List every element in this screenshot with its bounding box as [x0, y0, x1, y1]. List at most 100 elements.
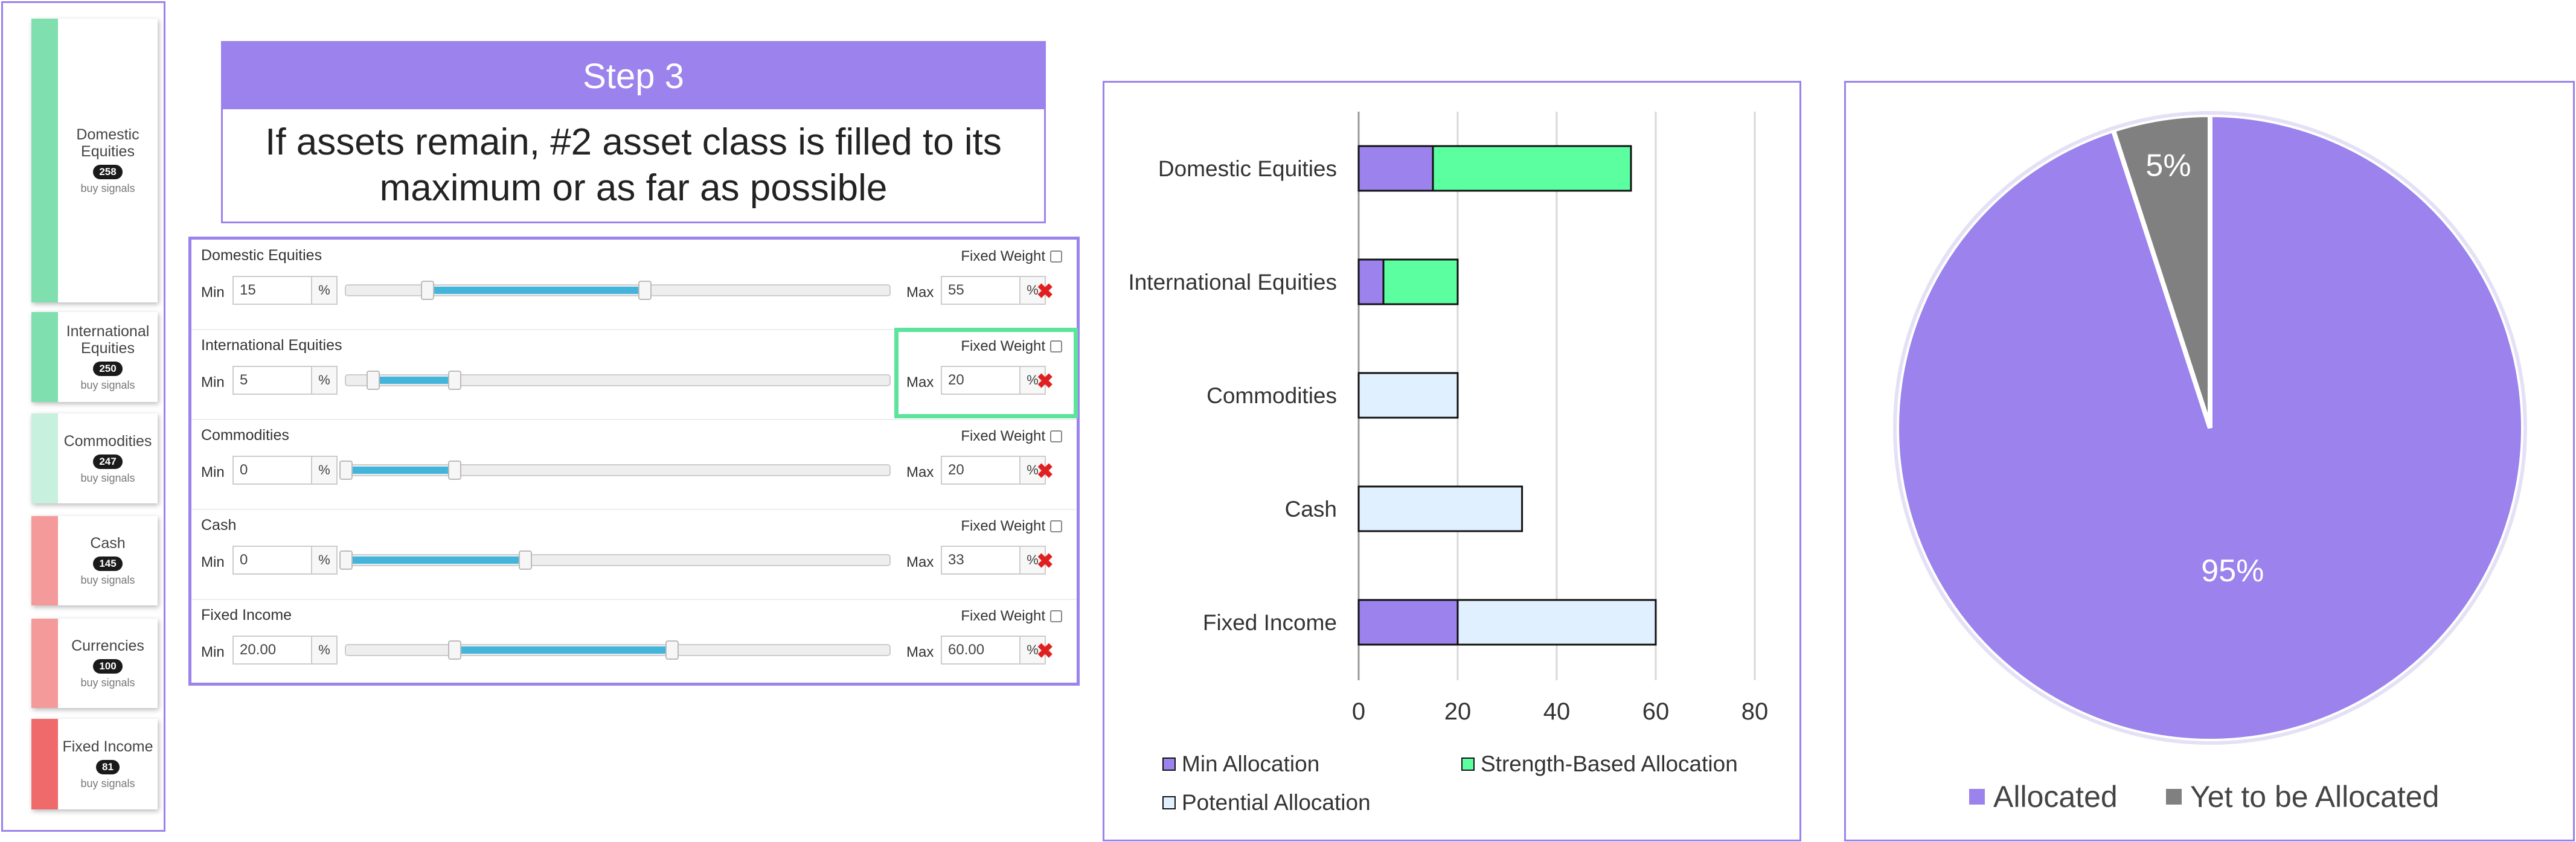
fixed-weight-label: Fixed Weight — [961, 518, 1045, 534]
signal-count-badge: 250 — [93, 361, 123, 376]
signal-card-name: Commodities — [63, 432, 152, 450]
min-label: Min — [201, 284, 225, 301]
remove-icon[interactable]: ✖ — [1036, 640, 1054, 663]
fixed-weight-toggle[interactable]: Fixed Weight — [961, 518, 1062, 535]
max-input[interactable]: 60.00% — [941, 636, 1046, 665]
fixed-weight-toggle[interactable]: Fixed Weight — [961, 338, 1062, 355]
min-input[interactable]: 20.00% — [232, 636, 338, 665]
min-value[interactable]: 15 — [240, 282, 256, 298]
max-handle[interactable] — [665, 640, 679, 660]
min-label: Min — [201, 644, 225, 660]
min-unit: % — [311, 277, 336, 304]
legend-yet-to-be-allocated: Yet to be Allocated — [2166, 779, 2439, 814]
range-slider-track[interactable] — [345, 281, 891, 300]
x-tick-label: 40 — [1543, 698, 1571, 725]
asset-class-label: Domestic Equities — [201, 247, 322, 264]
min-handle[interactable] — [448, 640, 461, 660]
max-handle[interactable] — [519, 550, 532, 570]
max-label: Max — [906, 464, 934, 480]
fixed-weight-toggle[interactable]: Fixed Weight — [961, 608, 1062, 625]
remove-icon[interactable]: ✖ — [1036, 550, 1054, 573]
step-title: Step 3 — [223, 43, 1044, 109]
bar-min-allocation-international-equities — [1357, 258, 1385, 305]
signal-card-name: International Equities — [66, 322, 150, 357]
max-input[interactable]: 20% — [941, 366, 1046, 395]
legend-label-strength: Strength-Based Allocation — [1481, 751, 1738, 776]
fixed-weight-toggle[interactable]: Fixed Weight — [961, 428, 1062, 445]
min-handle[interactable] — [421, 281, 434, 300]
max-input[interactable]: 20% — [941, 456, 1046, 485]
min-value[interactable]: 0 — [240, 462, 248, 478]
signal-count-badge: 100 — [93, 659, 123, 674]
legend-label-unallocated: Yet to be Allocated — [2190, 780, 2440, 814]
x-tick-label: 20 — [1444, 698, 1472, 725]
range-slider-track[interactable] — [345, 640, 891, 660]
max-value[interactable]: 55 — [948, 282, 964, 298]
max-value[interactable]: 60.00 — [948, 642, 985, 658]
min-label: Min — [201, 374, 225, 391]
legend-label-min: Min Allocation — [1182, 751, 1320, 776]
fixed-weight-label: Fixed Weight — [961, 428, 1045, 444]
max-value[interactable]: 20 — [948, 462, 964, 478]
signal-card-name: Fixed Income — [62, 738, 153, 755]
signal-card-name: Currencies — [71, 637, 144, 654]
range-slider-track[interactable] — [339, 550, 891, 570]
remove-icon[interactable]: ✖ — [1036, 370, 1054, 393]
min-handle[interactable] — [339, 550, 353, 570]
pie-data-label: 5% — [2145, 148, 2191, 183]
min-value[interactable]: 20.00 — [240, 642, 277, 658]
max-value[interactable]: 33 — [948, 552, 964, 568]
min-input[interactable]: 15% — [232, 276, 338, 305]
pie-chart-svg: 95%5% — [1893, 111, 2527, 745]
range-slider-track[interactable] — [339, 461, 891, 480]
asset-class-label: Cash — [201, 517, 237, 534]
bar-potential-allocation-cash — [1357, 485, 1523, 532]
signal-strength-strip — [31, 19, 58, 302]
remove-icon[interactable]: ✖ — [1036, 460, 1054, 483]
fixed-weight-checkbox[interactable] — [1050, 250, 1062, 263]
max-unit: % — [1019, 637, 1045, 663]
legend-swatch-allocated — [1969, 789, 1985, 805]
fixed-weight-toggle[interactable]: Fixed Weight — [961, 248, 1062, 265]
signal-strength-strip — [31, 413, 58, 503]
min-input[interactable]: 0% — [232, 456, 338, 485]
legend-strength-allocation: Strength-Based Allocation — [1461, 751, 1738, 777]
min-value[interactable]: 0 — [240, 552, 248, 568]
min-label: Min — [201, 554, 225, 570]
max-input[interactable]: 55% — [941, 276, 1046, 305]
min-handle[interactable] — [339, 461, 353, 480]
min-value[interactable]: 5 — [240, 372, 248, 388]
fixed-weight-checkbox[interactable] — [1050, 340, 1062, 352]
min-input[interactable]: 5% — [232, 366, 338, 395]
max-handle[interactable] — [448, 461, 461, 480]
step-box: Step 3 If assets remain, #2 asset class … — [221, 41, 1046, 223]
fixed-weight-checkbox[interactable] — [1050, 610, 1062, 622]
min-input[interactable]: 0% — [232, 546, 338, 575]
max-handle[interactable] — [448, 371, 461, 390]
min-unit: % — [311, 457, 336, 483]
max-value[interactable]: 20 — [948, 372, 964, 388]
x-tick-label: 80 — [1741, 698, 1769, 725]
fixed-weight-checkbox[interactable] — [1050, 520, 1062, 532]
signal-strength-strip — [31, 719, 58, 809]
max-handle[interactable] — [638, 281, 652, 300]
fixed-weight-checkbox[interactable] — [1050, 430, 1062, 442]
signal-count-badge: 145 — [93, 557, 123, 571]
signal-card-name: Cash — [90, 535, 126, 552]
max-input[interactable]: 33% — [941, 546, 1046, 575]
range-slider-track[interactable] — [345, 371, 891, 390]
remove-icon[interactable]: ✖ — [1036, 280, 1054, 303]
min-handle[interactable] — [367, 371, 380, 390]
